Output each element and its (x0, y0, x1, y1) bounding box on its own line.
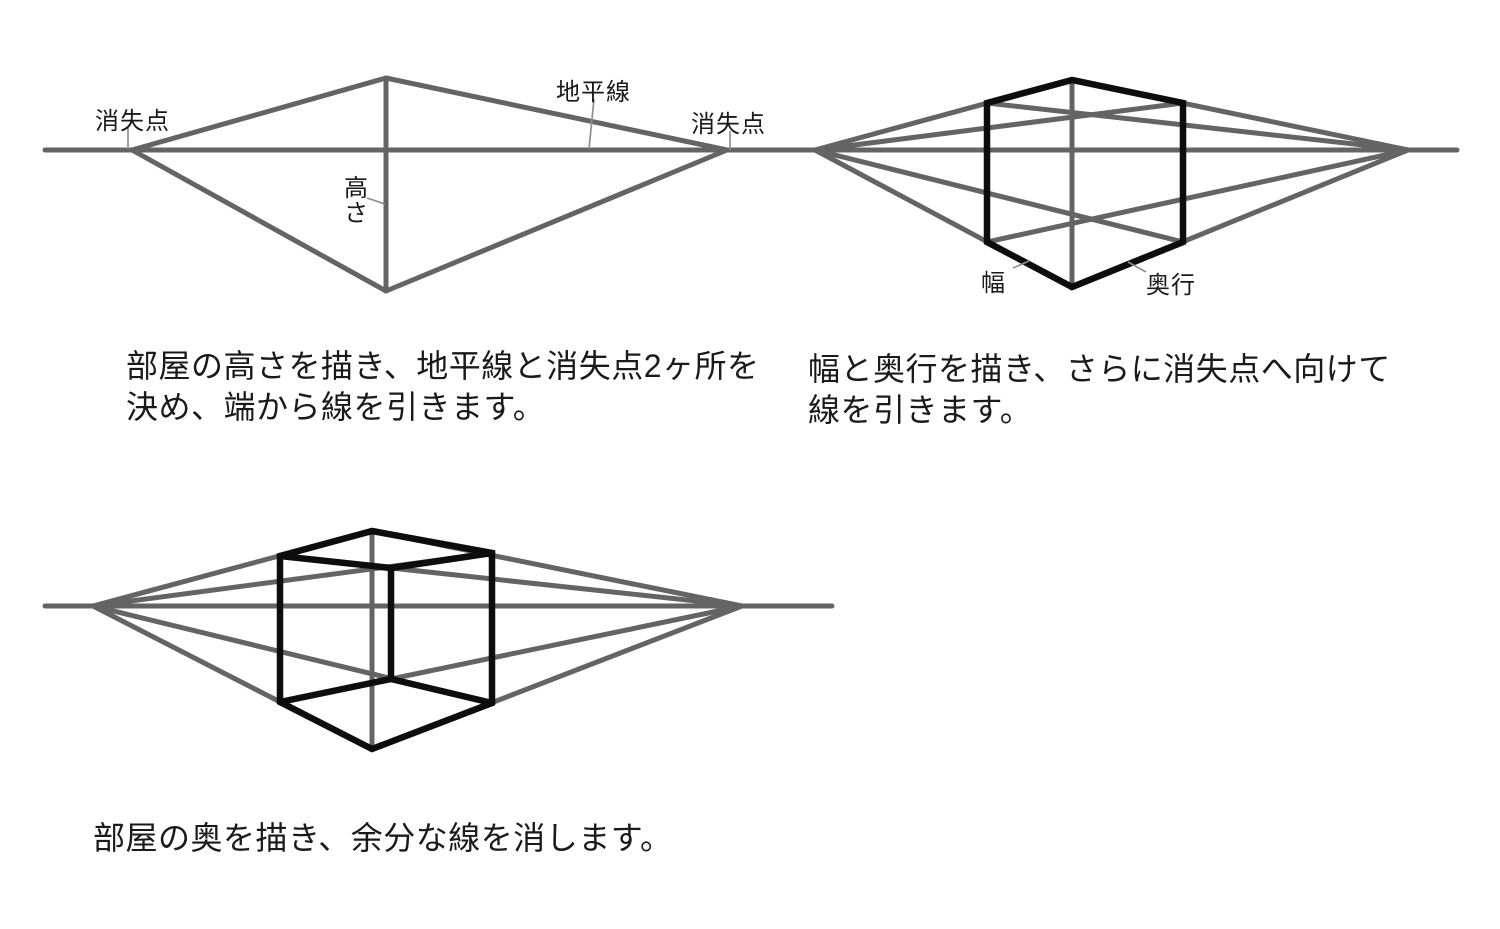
step2-construction-lines-segment (984, 100, 1411, 153)
vanishing-point-right-label: 消失点 (691, 111, 766, 138)
step1-caption-line1: 部屋の高さを描き、地平線と消失点2ヶ所を (126, 348, 760, 384)
step2-caption-line1: 幅と奥行を描き、さらに消失点へ向けて (808, 351, 1391, 387)
height-label: 高さ (344, 175, 368, 228)
step3-room-outline-segment (387, 675, 496, 707)
width-label: 幅 (981, 270, 1006, 297)
leader-ticks-segment (588, 98, 595, 150)
step1-construction-lines-segment (383, 75, 730, 153)
step2-box-outline-polygon (983, 76, 1187, 291)
step1-caption: 部屋の高さを描き、地平線と消失点2ヶ所を 決め、端から線を引きます。 (126, 346, 760, 428)
leader-ticks-segment (366, 197, 386, 205)
vanishing-point-left-label: 消失点 (95, 108, 170, 135)
step2-box-outline (983, 76, 1187, 291)
step1-construction-lines-segment (129, 75, 389, 153)
step2-construction-lines-segment (812, 147, 1186, 245)
step2-caption-line2: 線を引きます。 (808, 392, 1033, 428)
leader-ticks (127, 98, 1147, 273)
step3-caption: 部屋の奥を描き、余分な線を消します。 (93, 818, 673, 859)
leader-ticks-segment (1012, 260, 1030, 269)
step1-caption-line2: 決め、端から線を引きます。 (126, 389, 546, 425)
step2-construction-lines-segment (812, 100, 1186, 153)
step3-room-outline-segment (387, 549, 496, 572)
step1-construction-lines-segment (383, 147, 730, 294)
leader-ticks-segment (1127, 261, 1147, 273)
depth-label: 奥行 (1146, 272, 1196, 299)
step2-caption: 幅と奥行を描き、さらに消失点へ向けて 線を引きます。 (808, 349, 1391, 431)
step2-construction-lines (812, 77, 1411, 290)
step1-construction-lines-segment (129, 147, 389, 294)
step2-construction-lines-segment (984, 147, 1411, 245)
step3-room-outline-segment (276, 675, 395, 706)
step3-caption-line1: 部屋の奥を描き、余分な線を消します。 (93, 820, 673, 856)
step3-room-outline-polygon (276, 527, 496, 753)
step1-construction-lines (129, 75, 730, 294)
step3-room-outline (276, 527, 496, 753)
step3-room-outline-segment (276, 552, 395, 572)
horizon-line-label: 地平線 (556, 79, 631, 106)
